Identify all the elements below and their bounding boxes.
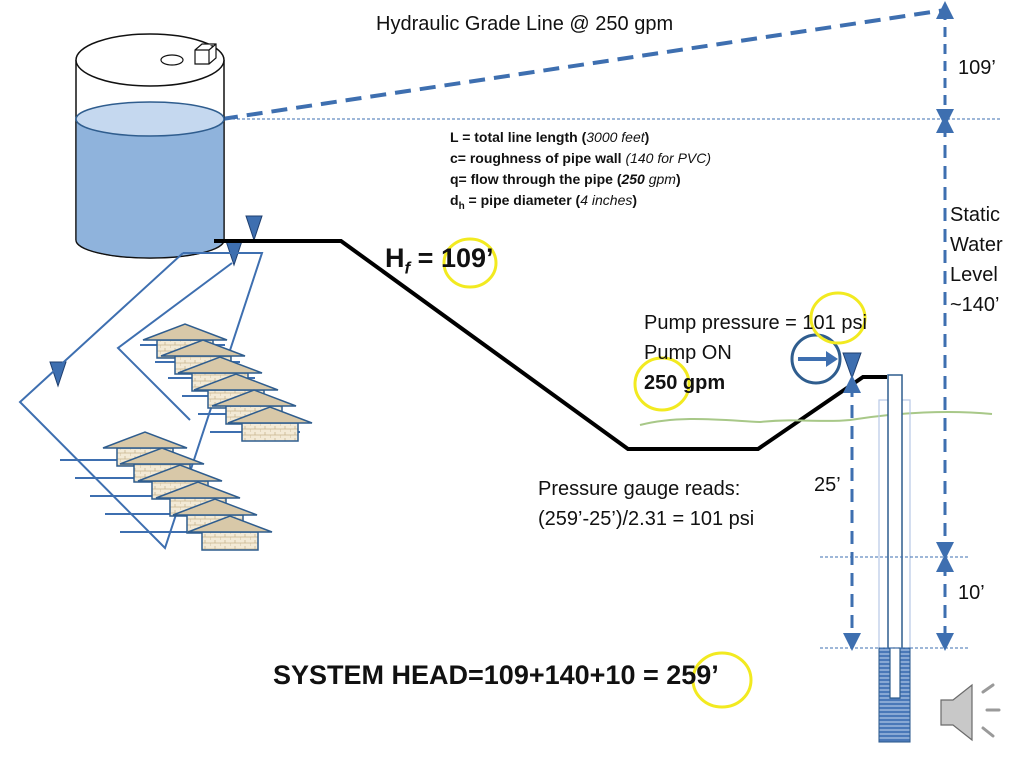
system-head-label: SYSTEM HEAD=109+140+10 = 259’ <box>273 660 719 690</box>
pipe-profile <box>214 239 887 451</box>
gauge-reading: Pressure gauge reads: (259’-25’)/2.31 = … <box>538 478 755 530</box>
pump-state: Pump ON <box>644 342 732 364</box>
ground-line <box>639 411 993 426</box>
formula-roughness: c= roughness of pipe wall (140 for PVC) <box>450 150 712 166</box>
well-depth-label: 10’ <box>958 582 985 604</box>
hgl-title: Hydraulic Grade Line @ 250 gpm <box>376 13 674 35</box>
pump-height-label: 25’ <box>814 474 841 496</box>
hazen-williams-variables: L = total line length (3000 feet) c= rou… <box>450 127 711 217</box>
water-tank-icon <box>75 33 225 259</box>
pump-pressure: Pump pressure = 101 psi <box>644 312 867 334</box>
static-water-level-label: Static Water Level ~140’ <box>950 204 1003 316</box>
houses-icon <box>102 323 313 551</box>
hydraulic-grade-line <box>221 1 954 127</box>
pressure-gauge-icon <box>790 333 842 385</box>
formula-line-length: L = total line length (3000 feet) <box>450 129 650 145</box>
formula-flow: q= flow through the pipe (250 gpm) <box>450 171 681 187</box>
pump-info: Pump pressure = 101 psi Pump ON 250 gpm <box>644 308 867 398</box>
highlight-circles <box>442 237 867 709</box>
formula-diameter: dh = pipe diameter (4 inches) <box>450 192 638 212</box>
friction-head-label: Hf = 109’ <box>385 243 494 278</box>
well-casing <box>878 374 911 743</box>
pump-flow: 250 gpm <box>644 372 726 394</box>
speaker-icon[interactable] <box>940 683 1001 742</box>
house <box>227 406 313 442</box>
house <box>187 515 273 551</box>
hgl-rise-label: 109’ <box>958 57 996 79</box>
water-level-triangle-icon <box>49 215 862 388</box>
dimension-arrows <box>843 115 954 651</box>
